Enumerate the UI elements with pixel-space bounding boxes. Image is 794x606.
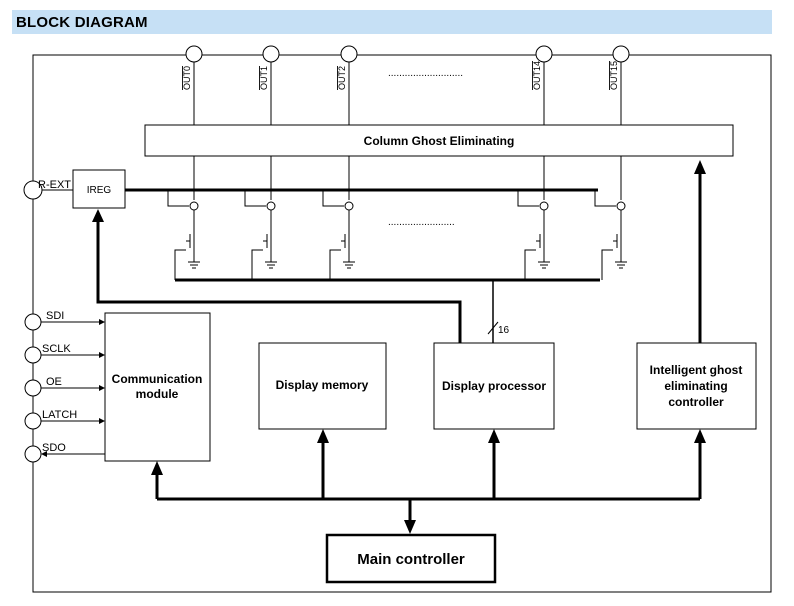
communication-module-line1: Communication — [112, 372, 203, 386]
drivers-ellipsis: ........................ — [388, 217, 455, 228]
gate-bus — [174, 249, 613, 343]
out1-pin — [262, 45, 280, 63]
latch-label: LATCH — [42, 409, 77, 421]
ireg-taps — [167, 190, 616, 207]
latch-pin — [24, 412, 42, 430]
sclk-label: SCLK — [42, 343, 71, 355]
out14-label: OUT14 — [532, 61, 542, 90]
intelligent-ghost-line3: controller — [668, 395, 724, 409]
ireg-arrowhead — [92, 209, 104, 222]
page-title: BLOCK DIAGRAM — [16, 14, 148, 31]
column-ghost-label: Column Ghost Eliminating — [364, 134, 515, 148]
out2-pin — [340, 45, 358, 63]
out0-pin — [185, 45, 203, 63]
out0-label: OUT0 — [182, 66, 192, 90]
current-sink-2 — [341, 201, 355, 269]
intelligent-ghost-line2: eliminating — [664, 379, 727, 393]
intelligent-ghost-block — [636, 342, 757, 430]
main-bus — [155, 441, 702, 522]
communication-module-block — [104, 312, 211, 462]
outputs-ellipsis: ........................... — [388, 68, 463, 79]
input-pins: SDI SCLK OE LATCH SDO — [24, 310, 105, 463]
intelligent-to-column-arrowhead — [694, 160, 706, 174]
sdi-label: SDI — [46, 310, 64, 322]
out14-pin — [535, 45, 553, 63]
oe-label: OE — [46, 376, 62, 388]
output-pins: OUT0 OUT1 OUT2 OUT14 OUT15 .............… — [182, 45, 630, 125]
sdo-label: SDO — [42, 442, 66, 454]
current-sinks — [186, 201, 627, 269]
current-sink-1 — [263, 201, 277, 269]
driver-lines — [193, 156, 622, 200]
bus-width-label: 16 — [498, 325, 510, 336]
ireg-label: IREG — [87, 185, 112, 196]
title-bar: BLOCK DIAGRAM — [12, 10, 772, 34]
display-processor-label: Display processor — [442, 379, 546, 393]
main-controller-block — [325, 533, 497, 584]
display-memory-label: Display memory — [276, 378, 369, 392]
out1-label: OUT1 — [259, 66, 269, 90]
communication-module-line2: module — [136, 387, 179, 401]
out15-label: OUT15 — [609, 61, 619, 90]
intelligent-ghost-line1: Intelligent ghost — [650, 363, 743, 377]
main-controller-label: Main controller — [357, 551, 465, 568]
current-sink-15 — [613, 201, 627, 269]
out15-pin — [612, 45, 630, 63]
oe-pin — [24, 379, 42, 397]
column-ghost-block — [144, 124, 734, 157]
ireg-feedback — [96, 218, 462, 343]
display-memory-block — [258, 342, 387, 430]
display-processor-block — [433, 342, 555, 430]
main-bus-arrowheads — [151, 429, 706, 534]
ireg-block — [72, 169, 126, 209]
current-sink-0 — [186, 201, 200, 269]
sclk-pin — [24, 346, 42, 364]
sdi-pin — [24, 313, 42, 331]
rext-label: R-EXT — [38, 179, 71, 191]
sdo-pin — [24, 445, 42, 463]
out2-label: OUT2 — [337, 66, 347, 90]
current-sink-14 — [536, 201, 550, 269]
